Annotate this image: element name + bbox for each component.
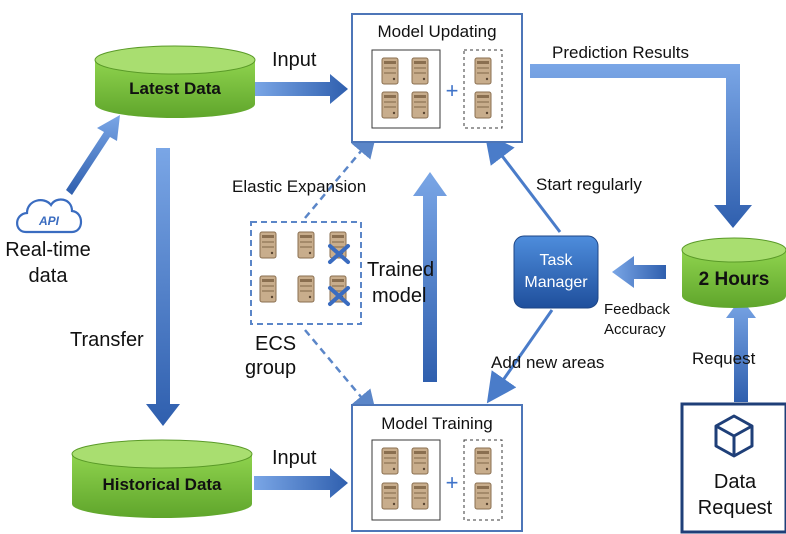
training-plus: +: [446, 470, 459, 495]
start-regularly-label: Start regularly: [536, 175, 642, 194]
feedback-label-line1: Feedback: [604, 301, 670, 318]
input-top-arrow: [254, 74, 348, 104]
model-updating-title: Model Updating: [377, 22, 496, 41]
trained-model-label-line1: Trained: [367, 259, 434, 281]
input-top-label: Input: [272, 49, 317, 71]
api-badge-text: API: [38, 214, 60, 228]
feedback-label-line2: Accuracy: [604, 321, 666, 338]
model-updating-box: Model Updating +: [351, 13, 523, 143]
two-hours-cylinder: 2 Hours: [681, 237, 786, 308]
request-arrow: [726, 298, 756, 402]
model-training-title: Model Training: [381, 414, 493, 433]
realtime-label-line1: Real-time: [5, 239, 91, 261]
elastic-expansion-line: [304, 132, 377, 219]
prediction-results-label: Prediction Results: [552, 43, 689, 62]
historical-data-cylinder: Historical Data: [71, 439, 253, 518]
start-regularly-line: [484, 132, 562, 233]
latest-data-label: Latest Data: [129, 79, 221, 98]
input-bottom-label: Input: [272, 447, 317, 469]
task-manager-line2: Manager: [524, 274, 588, 291]
request-label: Request: [692, 349, 756, 368]
ecs-label-line1: ECS: [255, 333, 296, 355]
ecs-cross-icon-2: [328, 286, 350, 306]
data-request-box: Data Request: [680, 402, 786, 534]
elastic-expansion-label: Elastic Expansion: [232, 177, 366, 196]
ecs-group-box: [250, 221, 362, 325]
task-manager-line1: Task: [540, 252, 574, 269]
task-manager-box: Task Manager: [513, 235, 599, 309]
transfer-arrow: [146, 148, 180, 426]
trained-model-label-line2: model: [372, 285, 426, 307]
model-training-box: Model Training +: [351, 404, 523, 532]
ecs-label-line2: group: [245, 357, 296, 379]
updating-plus: +: [446, 78, 459, 103]
two-hours-label: 2 Hours: [699, 269, 770, 290]
data-request-line2: Request: [698, 497, 773, 519]
api-cloud-icon: API: [16, 198, 83, 234]
cube-icon: [714, 414, 754, 458]
latest-data-cylinder: Latest Data: [94, 45, 256, 118]
feedback-arrow: [612, 256, 666, 288]
ecs-to-training-line: [304, 329, 377, 416]
data-request-line1: Data: [714, 471, 757, 493]
historical-data-label: Historical Data: [102, 475, 222, 494]
prediction-results-arrow: [530, 64, 752, 228]
realtime-to-latest-arrow: [66, 115, 120, 195]
trained-model-arrow: [413, 172, 447, 382]
transfer-label: Transfer: [70, 329, 144, 351]
realtime-label-line2: data: [29, 265, 69, 287]
ecs-cross-icon-1: [328, 244, 350, 264]
add-new-areas-label: Add new areas: [491, 353, 604, 372]
add-new-areas-line: [486, 309, 554, 404]
input-bottom-arrow: [254, 468, 348, 498]
